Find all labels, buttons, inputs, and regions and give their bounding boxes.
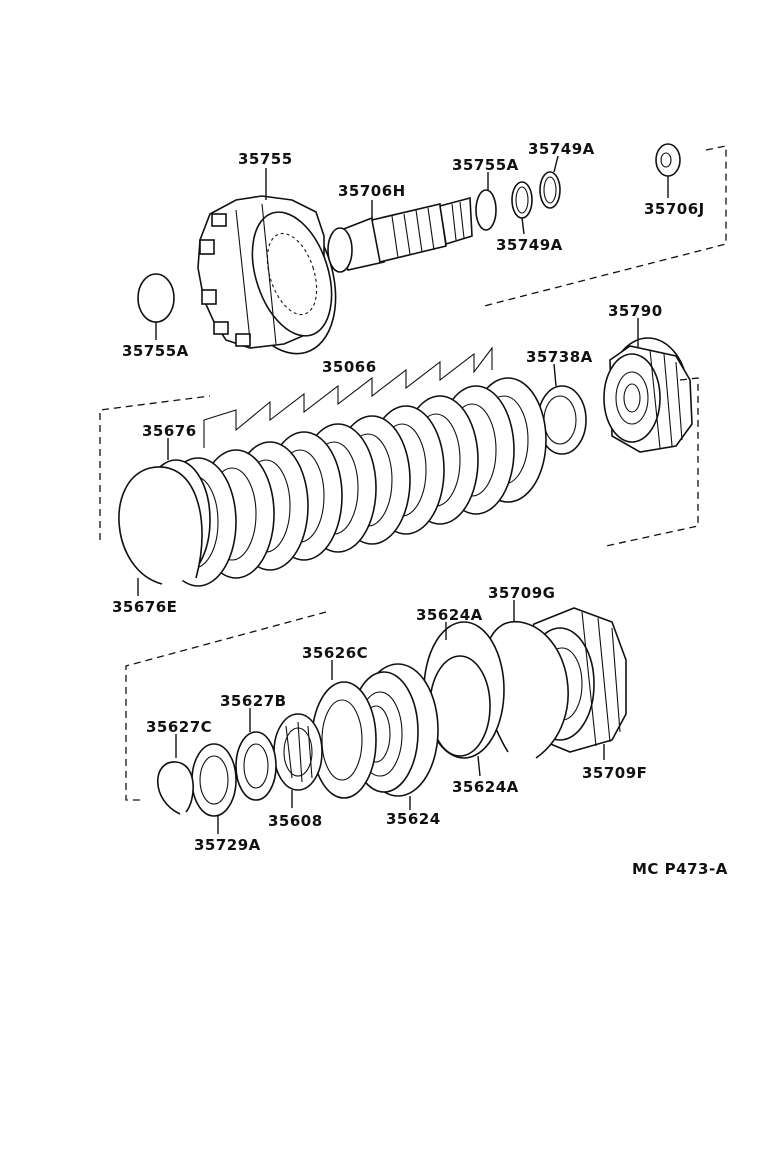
label-35749A-bottom: 35749A: [496, 236, 563, 254]
label-35706H: 35706H: [338, 182, 406, 200]
group-boundary-top: [483, 145, 727, 307]
label-35676E: 35676E: [112, 598, 177, 616]
label-35624: 35624: [386, 810, 441, 828]
snap-ring-35627C: [156, 761, 194, 815]
label-35626C: 35626C: [302, 644, 368, 662]
thrust-washer-35706J: [655, 143, 681, 177]
leader-35066-bracket: [203, 346, 493, 448]
label-35624A-bottom: 35624A: [452, 778, 519, 796]
leader-35624A-bottom: [477, 755, 481, 777]
label-35755: 35755: [238, 150, 293, 168]
label-35790: 35790: [608, 302, 663, 320]
label-35624A-top: 35624A: [416, 606, 483, 624]
leader-35749A-bottom: [521, 217, 525, 235]
label-35608: 35608: [268, 812, 323, 830]
diagram-reference-code: MC P473-A: [632, 860, 728, 878]
clutch-hub-35790: [603, 337, 693, 453]
o-ring-35624A-inner: [429, 655, 491, 757]
label-35755A-top: 35755A: [452, 156, 519, 174]
label-35755A-left: 35755A: [122, 342, 189, 360]
label-35627C: 35627C: [146, 718, 212, 736]
label-35066: 35066: [322, 358, 377, 376]
snap-ring-35755A-top: [475, 189, 497, 231]
bearing-race-35729A: [191, 743, 237, 817]
drum-35755: [197, 195, 337, 355]
snap-ring-35676E: [118, 466, 203, 585]
bearing-race-35627B: [235, 731, 277, 801]
bearing-35608: [273, 713, 323, 791]
clutch-disc-pack-35066: [159, 377, 547, 587]
label-35627B: 35627B: [220, 692, 287, 710]
label-35738A: 35738A: [526, 348, 593, 366]
group-boundary-bottom: [125, 611, 327, 801]
snap-ring-35755A-left: [137, 273, 175, 323]
shaft-35706H: [327, 196, 473, 273]
label-35706J: 35706J: [644, 200, 705, 218]
seal-ring-35749A-2: [539, 171, 561, 209]
leader-35738A: [553, 363, 557, 387]
label-35749A-top: 35749A: [528, 140, 595, 158]
label-35709G: 35709G: [488, 584, 556, 602]
label-35676: 35676: [142, 422, 197, 440]
leader-35749A-top: [553, 155, 559, 173]
label-35729A: 35729A: [194, 836, 261, 854]
label-35709F: 35709F: [582, 764, 647, 782]
